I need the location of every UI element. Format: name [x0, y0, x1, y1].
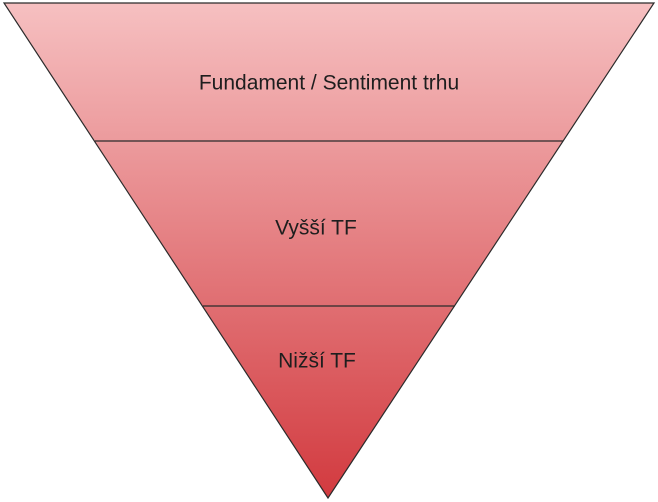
tier-label-fundament: Fundament / Sentiment trhu — [199, 72, 459, 95]
tier-label-lower-tf: Nižší TF — [278, 350, 356, 373]
tier-label-higher-tf: Vyšší TF — [275, 217, 357, 240]
